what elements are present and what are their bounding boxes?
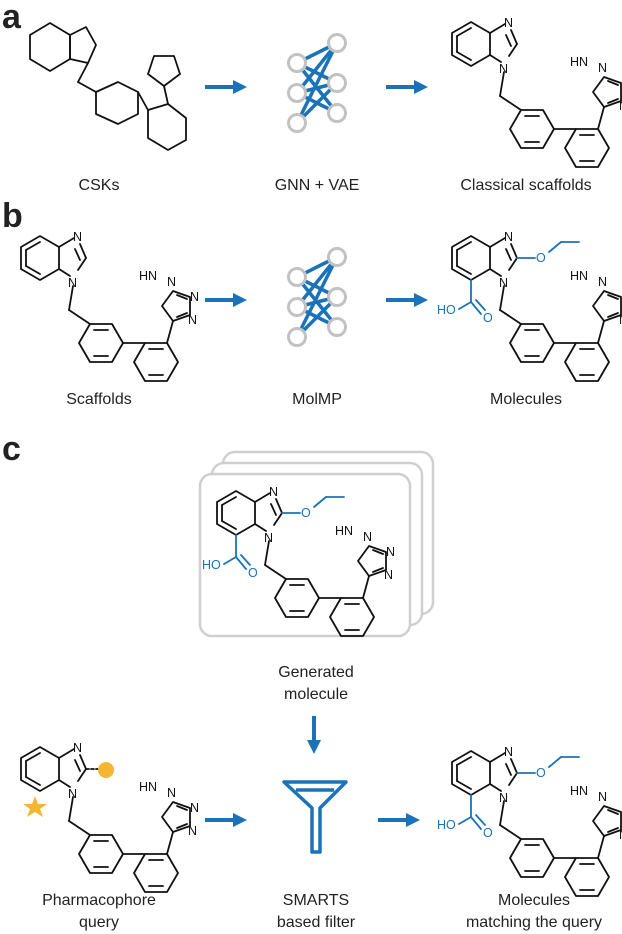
- atom-label: HN: [570, 55, 588, 69]
- atom-label: N: [188, 313, 197, 327]
- atom-label: N: [190, 801, 199, 815]
- caption-molecule: molecule: [284, 686, 348, 703]
- caption-molmp: MolMP: [292, 391, 342, 408]
- arrow-b2: [384, 291, 430, 309]
- atom-label: N: [499, 276, 508, 290]
- caption-gnn-vae: GNN + VAE: [275, 177, 360, 194]
- atom-label: N: [363, 530, 372, 544]
- atom-label: HN: [335, 524, 353, 538]
- arrow-c1: [203, 811, 249, 829]
- atom-label: HO: [437, 818, 456, 832]
- caption-classical-scaffolds: Classical scaffolds: [460, 177, 591, 194]
- arrow-b1: [203, 291, 249, 309]
- scaffold-structure: N N HN N N N: [20, 230, 199, 382]
- caption-scaffolds: Scaffolds: [66, 391, 132, 408]
- classical-scaffold-structure: N N HN N N N: [451, 16, 622, 168]
- atom-label: O: [301, 506, 311, 520]
- atom-label: HN: [570, 784, 588, 798]
- atom-label: O: [536, 251, 546, 265]
- atom-label: N: [68, 787, 77, 801]
- caption-smarts: SMARTS: [283, 892, 349, 909]
- atom-label: O: [536, 766, 546, 780]
- atom-label: HN: [139, 269, 157, 283]
- atom-label: O: [248, 566, 258, 580]
- funnel-filter-icon: [282, 780, 348, 854]
- matched-molecule-structure: N N HN N N N O HO O: [437, 745, 622, 897]
- atom-label: N: [504, 745, 513, 759]
- caption-generated: Generated: [278, 664, 354, 681]
- atom-label: N: [384, 568, 393, 582]
- atom-label: N: [68, 276, 77, 290]
- caption-matching-query: matching the query: [466, 914, 602, 931]
- atom-label: O: [483, 826, 493, 840]
- atom-label: HO: [202, 558, 221, 572]
- atom-label: N: [264, 531, 273, 545]
- caption-molecules-result: Molecules: [498, 892, 570, 909]
- molmp-network-icon: [286, 246, 348, 348]
- atom-label: N: [386, 545, 395, 559]
- pharmacophore-feature-circle: [98, 762, 114, 778]
- panel-letter-b: b: [2, 197, 23, 235]
- atom-label: N: [598, 790, 607, 804]
- atom-label: N: [499, 62, 508, 76]
- pharmacophore-feature-star: [23, 796, 47, 817]
- atom-label: O: [483, 311, 493, 325]
- panel-letter-c: c: [2, 430, 21, 468]
- atom-label: N: [269, 485, 278, 499]
- caption-csks: CSKs: [79, 177, 120, 194]
- atom-label: N: [598, 275, 607, 289]
- atom-label: N: [190, 290, 199, 304]
- atom-label: N: [73, 741, 82, 755]
- generated-molecule-card-stack: [198, 450, 435, 638]
- atom-label: HN: [570, 269, 588, 283]
- atom-label: N: [619, 313, 622, 327]
- atom-label: N: [619, 99, 622, 113]
- atom-label: N: [73, 230, 82, 244]
- atom-label: N: [188, 824, 197, 838]
- arrow-down: [307, 716, 321, 754]
- panel-letter-a: a: [2, 0, 22, 36]
- atom-label: N: [499, 791, 508, 805]
- gnn-vae-network-icon: [286, 32, 348, 134]
- caption-molecules: Molecules: [490, 391, 562, 408]
- atom-label: HN: [139, 780, 157, 794]
- arrow-c2: [376, 811, 422, 829]
- atom-label: N: [619, 828, 622, 842]
- caption-pharmacophore: Pharmacophore: [42, 892, 156, 909]
- caption-query: query: [79, 914, 119, 931]
- atom-label: N: [598, 61, 607, 75]
- csk-skeleton: [29, 22, 187, 151]
- card-molecule-structure: N N HN N N N O HO O: [202, 485, 395, 637]
- atom-label: N: [167, 786, 176, 800]
- atom-label: N: [167, 275, 176, 289]
- arrow-a1: [203, 78, 249, 96]
- atom-label: HO: [437, 303, 456, 317]
- atom-label: N: [504, 230, 513, 244]
- atom-label: N: [504, 16, 513, 30]
- caption-based-filter: based filter: [277, 914, 356, 931]
- arrow-a2: [384, 78, 430, 96]
- generated-molecule-structure: N N HN N N N O HO O: [437, 230, 622, 382]
- pharmacophore-query-structure: N N HN N N N: [20, 741, 199, 893]
